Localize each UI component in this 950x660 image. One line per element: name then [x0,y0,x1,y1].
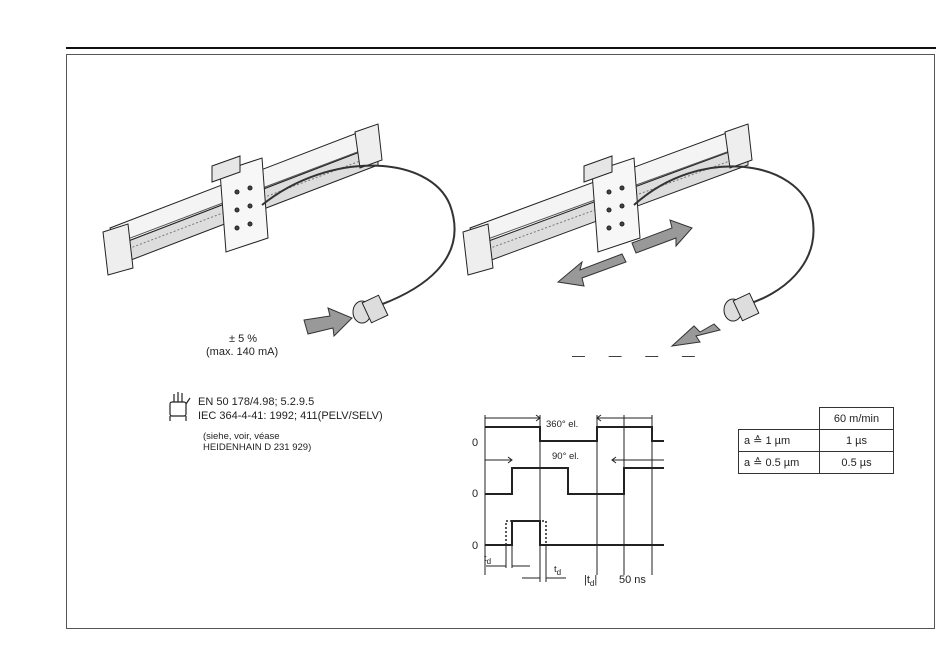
connector-right [724,293,759,321]
linear-encoder-right [463,124,752,275]
td-value-label: 50 ns [619,574,646,587]
table-row: a ≙ 0.5 µm 0.5 µs [739,452,894,474]
signal-trace-3 [485,521,664,545]
reference-note-line2: HEIDENHAIN D 231 929) [203,442,311,453]
table-row-label: a ≙ 0.5 µm [739,452,820,474]
output-arrow-icon [672,324,720,346]
power-arrow-icon [304,308,352,336]
cable-left [262,166,455,305]
zero-level-1: 0 [472,437,478,450]
zero-level-2: 0 [472,488,478,501]
signal-trace-2 [485,468,664,494]
table-row-value: 0.5 µs [820,452,894,474]
traverse-arrow-left-icon [558,254,626,286]
reference-note-line1: (siehe, voir, véase [203,431,280,442]
table-header-cell: 60 m/min [820,408,894,430]
speed-table: 60 m/min a ≙ 1 µm 1 µs a ≙ 0.5 µm 0.5 µs [738,407,894,474]
zero-level-3: 0 [472,540,478,553]
output-signal-dashes: — — — — [572,348,705,363]
table-header-row: 60 m/min [739,408,894,430]
phase-90-label: 90° el. [552,451,579,462]
td-right-label: td [554,564,561,578]
phase-360-label: 360° el. [546,419,578,430]
max-current-label: (max. 140 mA) [206,346,278,359]
timing-diagram [485,415,664,582]
table-row-value: 1 µs [820,430,894,452]
standard-en-label: EN 50 178/4.98; 5.2.9.5 [198,396,314,409]
hand-pointer-icon [170,392,190,421]
traverse-arrow-right-icon [632,220,692,253]
standard-iec-label: IEC 364-4-41: 1992; 411(PELV/SELV) [198,410,383,423]
td-left-label: td [484,553,491,567]
table-row: a ≙ 1 µm 1 µs [739,430,894,452]
linear-encoder-left [103,124,382,275]
table-row-label: a ≙ 1 µm [739,430,820,452]
tolerance-label: ± 5 % [229,333,257,346]
td-abs-label: |td| [584,574,597,590]
connector-left [353,295,388,323]
